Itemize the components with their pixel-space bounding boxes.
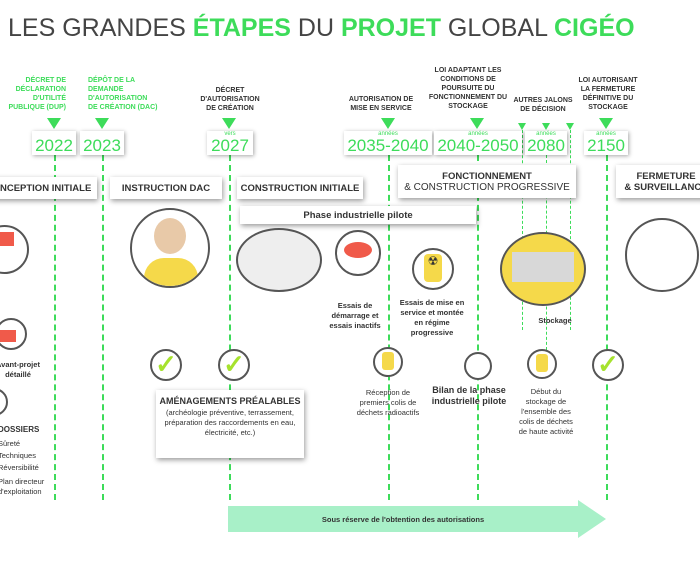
dossier-icon xyxy=(0,388,8,416)
phase-conception: CONCEPTION INITIALE xyxy=(0,177,97,199)
milestone-label: Autres jalons de décision xyxy=(513,97,573,113)
dossier-item: Sûreté xyxy=(0,439,21,448)
timeline-line-2023 xyxy=(102,155,104,500)
milestone-label: Dépôt de la demande d'autorisation de cr… xyxy=(88,77,158,111)
timeline-line-2150 xyxy=(606,155,608,500)
page-title: LES GRANDES ÉTAPES DU PROJET GLOBAL CIGÉ… xyxy=(8,14,635,42)
caption-avant-projet: Avant-projet détaillé xyxy=(0,360,40,379)
timeline-line-jalon xyxy=(570,130,571,330)
timeline-line-jalon xyxy=(522,130,523,330)
milestone-label: Décret de déclaration d'utilité publique… xyxy=(8,77,66,111)
dossier-item: Réversibilité xyxy=(0,463,39,472)
caption-dossiers: DOSSIERS xyxy=(0,425,40,434)
phase-instruction: INSTRUCTION DAC xyxy=(110,177,222,199)
timeline-line-2040 xyxy=(477,155,479,500)
year-box: 2023 xyxy=(80,131,124,155)
caption-stockage: Stockage xyxy=(538,316,572,325)
radioactive-barrel-icon: ☢ xyxy=(412,248,454,290)
caption-debut-stockage: Début du stockage de l'ensemble des coli… xyxy=(518,387,574,436)
document-check-icon xyxy=(464,352,492,380)
triangle-marker-icon xyxy=(95,118,109,129)
triangle-marker-icon xyxy=(381,118,395,129)
laptop-screen-icon xyxy=(0,232,14,246)
phase-fonctionnement: FONCTIONNEMENT& CONSTRUCTION PROGRESSIVE xyxy=(398,165,576,198)
milestone-label: Loi adaptant les conditions de poursuite… xyxy=(428,67,508,110)
arrowhead-icon xyxy=(578,500,606,538)
milestone-label: Loi autorisant la fermeture définitive d… xyxy=(578,77,638,111)
triangle-marker-icon xyxy=(566,123,574,130)
tunnel-boring-machine-icon xyxy=(236,228,322,292)
timeline-line-2027 xyxy=(229,155,231,500)
authorization-arrow: Sous réserve de l'obtention des autorisa… xyxy=(228,506,578,532)
timeline-line-2035 xyxy=(388,155,390,500)
dossier-item: Techniques xyxy=(0,451,36,460)
triangle-marker-icon xyxy=(518,123,526,130)
dossier-item: Plan directeur d'exploitation xyxy=(0,477,45,496)
milestone-label: Décret d'autorisation de création xyxy=(200,87,260,112)
timeline-line-2022 xyxy=(54,155,56,500)
start-button-icon xyxy=(335,230,381,276)
barrel-check-icon xyxy=(373,347,403,377)
year-box: 2022 xyxy=(32,131,76,155)
person-illustration-icon xyxy=(130,208,210,288)
caption-bilan: Bilan de la phase industrielle pilote xyxy=(431,385,507,406)
phase-fermeture: FERMETURE& SURVEILLANCE xyxy=(616,165,700,198)
closure-site-icon xyxy=(625,218,699,292)
phase-construction: CONSTRUCTION INITIALE xyxy=(237,177,363,199)
milestone-label: Autorisation de mise en service xyxy=(348,96,414,112)
barrel-check-icon xyxy=(527,349,557,379)
caption-essais-service: Essais de mise en service et montée en r… xyxy=(399,298,465,337)
check-icon: ✓ xyxy=(150,349,182,381)
amenagements-box: AMÉNAGEMENTS PRÉALABLES(archéologie prév… xyxy=(156,390,304,458)
notebook-cover-icon xyxy=(0,330,16,342)
caption-reception: Réception de premiers colis de déchets r… xyxy=(356,388,420,417)
triangle-marker-icon xyxy=(599,118,613,129)
storage-cell-icon xyxy=(500,232,586,306)
caption-essais-demarrage: Essais de démarrage et essais inactifs xyxy=(329,301,381,330)
check-icon: ✓ xyxy=(592,349,624,381)
triangle-marker-icon xyxy=(470,118,484,129)
triangle-marker-icon xyxy=(47,118,61,129)
check-icon: ✓ xyxy=(218,349,250,381)
pilot-phase-banner: Phase industrielle pilote xyxy=(240,206,476,224)
triangle-marker-icon xyxy=(222,118,236,129)
triangle-marker-icon xyxy=(542,123,550,130)
